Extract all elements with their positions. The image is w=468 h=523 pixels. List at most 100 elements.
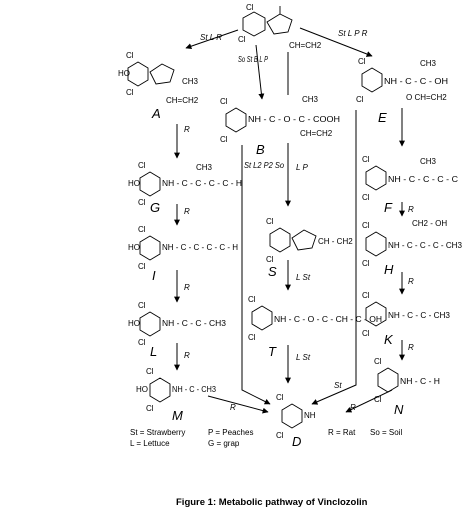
svg-text:NH - C - C - C - C - H: NH - C - C - C - C - H (162, 243, 238, 252)
svg-text:HO: HO (128, 319, 140, 328)
label-top-to-E: St L P R (338, 29, 368, 38)
svg-text:Cl: Cl (238, 35, 246, 44)
svg-text:Cl: Cl (248, 295, 256, 304)
svg-text:Cl: Cl (374, 357, 382, 366)
svg-text:Cl: Cl (146, 367, 154, 376)
arrow-top-to-E (299, 27, 373, 57)
svg-text:Cl: Cl (362, 259, 370, 268)
compound-label-L: L (150, 344, 157, 359)
svg-text:Cl: Cl (356, 95, 364, 104)
legend-rat: R = Rat (328, 428, 356, 437)
compound-label-G: G (150, 200, 160, 215)
svg-text:Cl: Cl (138, 225, 146, 234)
arrow-B-to-D (241, 145, 271, 405)
structure-D: Cl Cl NH D (276, 393, 316, 449)
svg-text:NH - C - C - OH: NH - C - C - OH (384, 77, 448, 86)
structure-I: Cl HO Cl NH - C - C - C - C - H I (128, 225, 238, 283)
label-B-to-S: L P (296, 163, 309, 172)
svg-text:Cl: Cl (266, 255, 274, 264)
svg-text:Cl: Cl (138, 338, 146, 347)
compound-label-S: S (268, 264, 277, 279)
structure-L: Cl HO Cl NH - C - C - CH3 L (128, 301, 227, 359)
label-top-to-A: St L R (200, 33, 222, 42)
svg-text:CH2 - OH: CH2 - OH (412, 219, 447, 228)
structures: Cl Cl CH=CH2 Cl HO Cl CH3 CH=CH2 A Cl Cl… (118, 3, 463, 449)
structure-A: Cl HO Cl CH3 CH=CH2 A (118, 51, 199, 121)
legend-grap: G = grap (208, 439, 240, 448)
structure-F: Cl Cl NH - C - C - C - C CH3 F (362, 155, 458, 215)
structure-M: Cl HO Cl NH - C - CH3 M (136, 367, 217, 423)
svg-text:Cl: Cl (220, 135, 228, 144)
svg-text:Cl: Cl (358, 57, 366, 66)
structure-N: Cl Cl NH - C - H N (374, 357, 440, 417)
structure-E: Cl Cl NH - C - C - OH CH3 O CH=CH2 E (356, 57, 448, 125)
label-F-to-H: R (408, 205, 414, 214)
compound-label-N: N (394, 402, 404, 417)
svg-text:CH=CH2: CH=CH2 (166, 96, 199, 105)
svg-text:Cl: Cl (126, 51, 134, 60)
label-top-to-B: So St B L P (238, 55, 268, 64)
svg-text:CH3: CH3 (302, 95, 319, 104)
label-L-to-M: R (184, 351, 190, 360)
label-E-to-D: St (334, 381, 342, 390)
svg-text:Cl: Cl (362, 221, 370, 230)
svg-text:CH3: CH3 (196, 163, 213, 172)
svg-text:Cl: Cl (146, 404, 154, 413)
label-K-to-N: R (408, 343, 414, 352)
svg-text:Cl: Cl (276, 431, 284, 440)
svg-text:HO: HO (136, 385, 148, 394)
figure-caption: Figure 1: Metabolic pathway of Vinclozol… (176, 497, 368, 508)
label-M-to-D: R (230, 403, 236, 412)
svg-text:CH - CH2: CH - CH2 (318, 237, 353, 246)
compound-label-B: B (256, 142, 265, 157)
svg-text:NH: NH (304, 411, 316, 420)
compound-label-H: H (384, 262, 394, 277)
svg-text:HO: HO (128, 179, 140, 188)
svg-text:Cl: Cl (138, 301, 146, 310)
structure-K: Cl Cl NH - C - C - CH3 K (362, 291, 451, 347)
compound-label-D: D (292, 434, 301, 449)
svg-text:Cl: Cl (362, 329, 370, 338)
label-S-to-T: L St (296, 273, 311, 282)
label-B-to-D: St L2 P2 So (244, 161, 285, 170)
legend: St = Strawberry P = Peaches R = Rat So =… (130, 428, 402, 448)
svg-text:CH3: CH3 (420, 157, 437, 166)
svg-text:NH - C - C - C - C - H: NH - C - C - C - C - H (162, 179, 242, 188)
svg-text:Cl: Cl (126, 88, 134, 97)
svg-text:O CH=CH2: O CH=CH2 (406, 93, 447, 102)
svg-text:Cl: Cl (362, 193, 370, 202)
pathway-arrows (174, 27, 405, 414)
svg-text:NH - C - C - C - CH3: NH - C - C - C - CH3 (388, 241, 463, 250)
svg-text:NH - C - C - CH3: NH - C - C - CH3 (388, 311, 451, 320)
svg-text:Cl: Cl (138, 262, 146, 271)
compound-label-I: I (152, 268, 156, 283)
svg-text:HO: HO (128, 243, 140, 252)
structure-parent: Cl Cl CH=CH2 (238, 3, 322, 50)
compound-label-K: K (384, 332, 394, 347)
label-I-to-L: R (184, 283, 190, 292)
svg-text:Cl: Cl (374, 395, 382, 404)
svg-text:NH - C - O - C - COOH: NH - C - O - C - COOH (248, 115, 340, 124)
label-A-to-G: R (184, 125, 190, 134)
svg-text:NH - C - H: NH - C - H (400, 377, 440, 386)
structure-G: Cl HO Cl NH - C - C - C - C - H CH3 G (128, 161, 242, 215)
compound-label-M: M (172, 408, 183, 423)
svg-text:Cl: Cl (248, 333, 256, 342)
svg-text:NH - C - C - C - C: NH - C - C - C - C (388, 175, 458, 184)
svg-text:Cl: Cl (220, 97, 228, 106)
arrow-E-to-D (311, 110, 357, 405)
legend-peaches: P = Peaches (208, 428, 253, 437)
label-N-to-D: R (350, 403, 356, 412)
svg-text:HO: HO (118, 69, 130, 78)
svg-text:Cl: Cl (246, 3, 254, 12)
structure-T: Cl Cl NH - C - O - C - CH - C - OH T (248, 295, 382, 359)
pathway-labels: St L R So St B L P St L P R St L2 P2 So … (184, 29, 414, 412)
structure-S: Cl Cl CH - CH2 S (266, 217, 353, 279)
svg-text:CH3: CH3 (420, 59, 437, 68)
svg-text:NH - C - CH3: NH - C - CH3 (172, 385, 217, 394)
svg-text:Cl: Cl (138, 161, 146, 170)
label-H-to-K: R (408, 277, 414, 286)
structure-B: Cl Cl NH - C - O - C - COOH CH3 CH=CH2 B (220, 95, 340, 157)
legend-strawberry: St = Strawberry (130, 428, 185, 437)
